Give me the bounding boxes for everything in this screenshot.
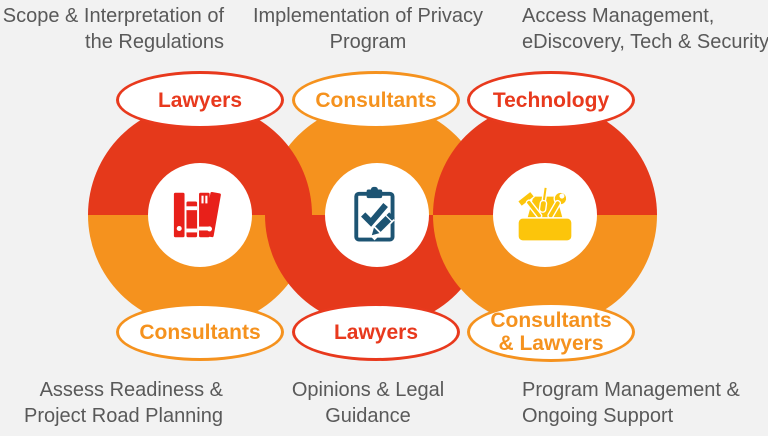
- badge-top-right: Technology: [467, 71, 635, 129]
- books-icon: [171, 186, 229, 249]
- badge-bottom-center: Lawyers: [292, 303, 460, 361]
- label-line: Access Management,: [522, 5, 715, 27]
- label-top-left: Scope & Interpretation of the Regulation…: [2, 3, 224, 55]
- center-ring-bottom-half: [265, 215, 489, 327]
- left-ring-top-half: [88, 103, 312, 215]
- label-line: Opinions & Legal: [291, 379, 445, 401]
- label-line: Scope & Interpretation of: [2, 5, 224, 27]
- left-ring-bottom-half: [88, 215, 312, 327]
- label-line: eDiscovery, Tech & Security: [522, 31, 768, 53]
- center-ring-top-half: [265, 103, 489, 215]
- label-line: Ongoing Support: [522, 405, 674, 427]
- label-line: Implementation of Privacy: [252, 5, 484, 27]
- badge-label-line1: Consultants: [490, 309, 612, 332]
- label-line: Program: [329, 31, 407, 53]
- badge-bottom-left: Consultants: [116, 303, 284, 361]
- label-line: Assess Readiness &: [39, 379, 223, 401]
- badge-label: Consultants: [315, 88, 437, 112]
- right-ring-bottom-half: [433, 215, 657, 327]
- right-ring-top-half: [433, 103, 657, 215]
- badge-top-left: Lawyers: [116, 71, 284, 129]
- badge-label: Consultants: [139, 320, 261, 344]
- label-line: Project Road Planning: [23, 405, 223, 427]
- label-bottom-center: Opinions & Legal Guidance: [240, 377, 496, 429]
- badge-bottom-right: Consultants & Lawyers: [467, 302, 635, 362]
- badge-label-line2: & Lawyers: [498, 332, 604, 355]
- badge-top-center: Consultants: [292, 71, 460, 129]
- label-bottom-left: Assess Readiness & Project Road Planning: [0, 377, 223, 429]
- toolbox-icon: [512, 185, 578, 250]
- badge-label: Lawyers: [333, 320, 419, 344]
- label-line: the Regulations: [85, 31, 224, 53]
- clipboard-check-icon: [351, 186, 403, 248]
- label-line: Program Management &: [522, 379, 740, 401]
- label-top-right: Access Management, eDiscovery, Tech & Se…: [522, 3, 768, 55]
- label-bottom-right: Program Management & Ongoing Support: [522, 377, 768, 429]
- badge-label: Lawyers: [157, 88, 243, 112]
- label-top-center: Implementation of Privacy Program: [240, 3, 496, 55]
- badge-label: Technology: [492, 88, 610, 112]
- label-line: Guidance: [325, 405, 411, 427]
